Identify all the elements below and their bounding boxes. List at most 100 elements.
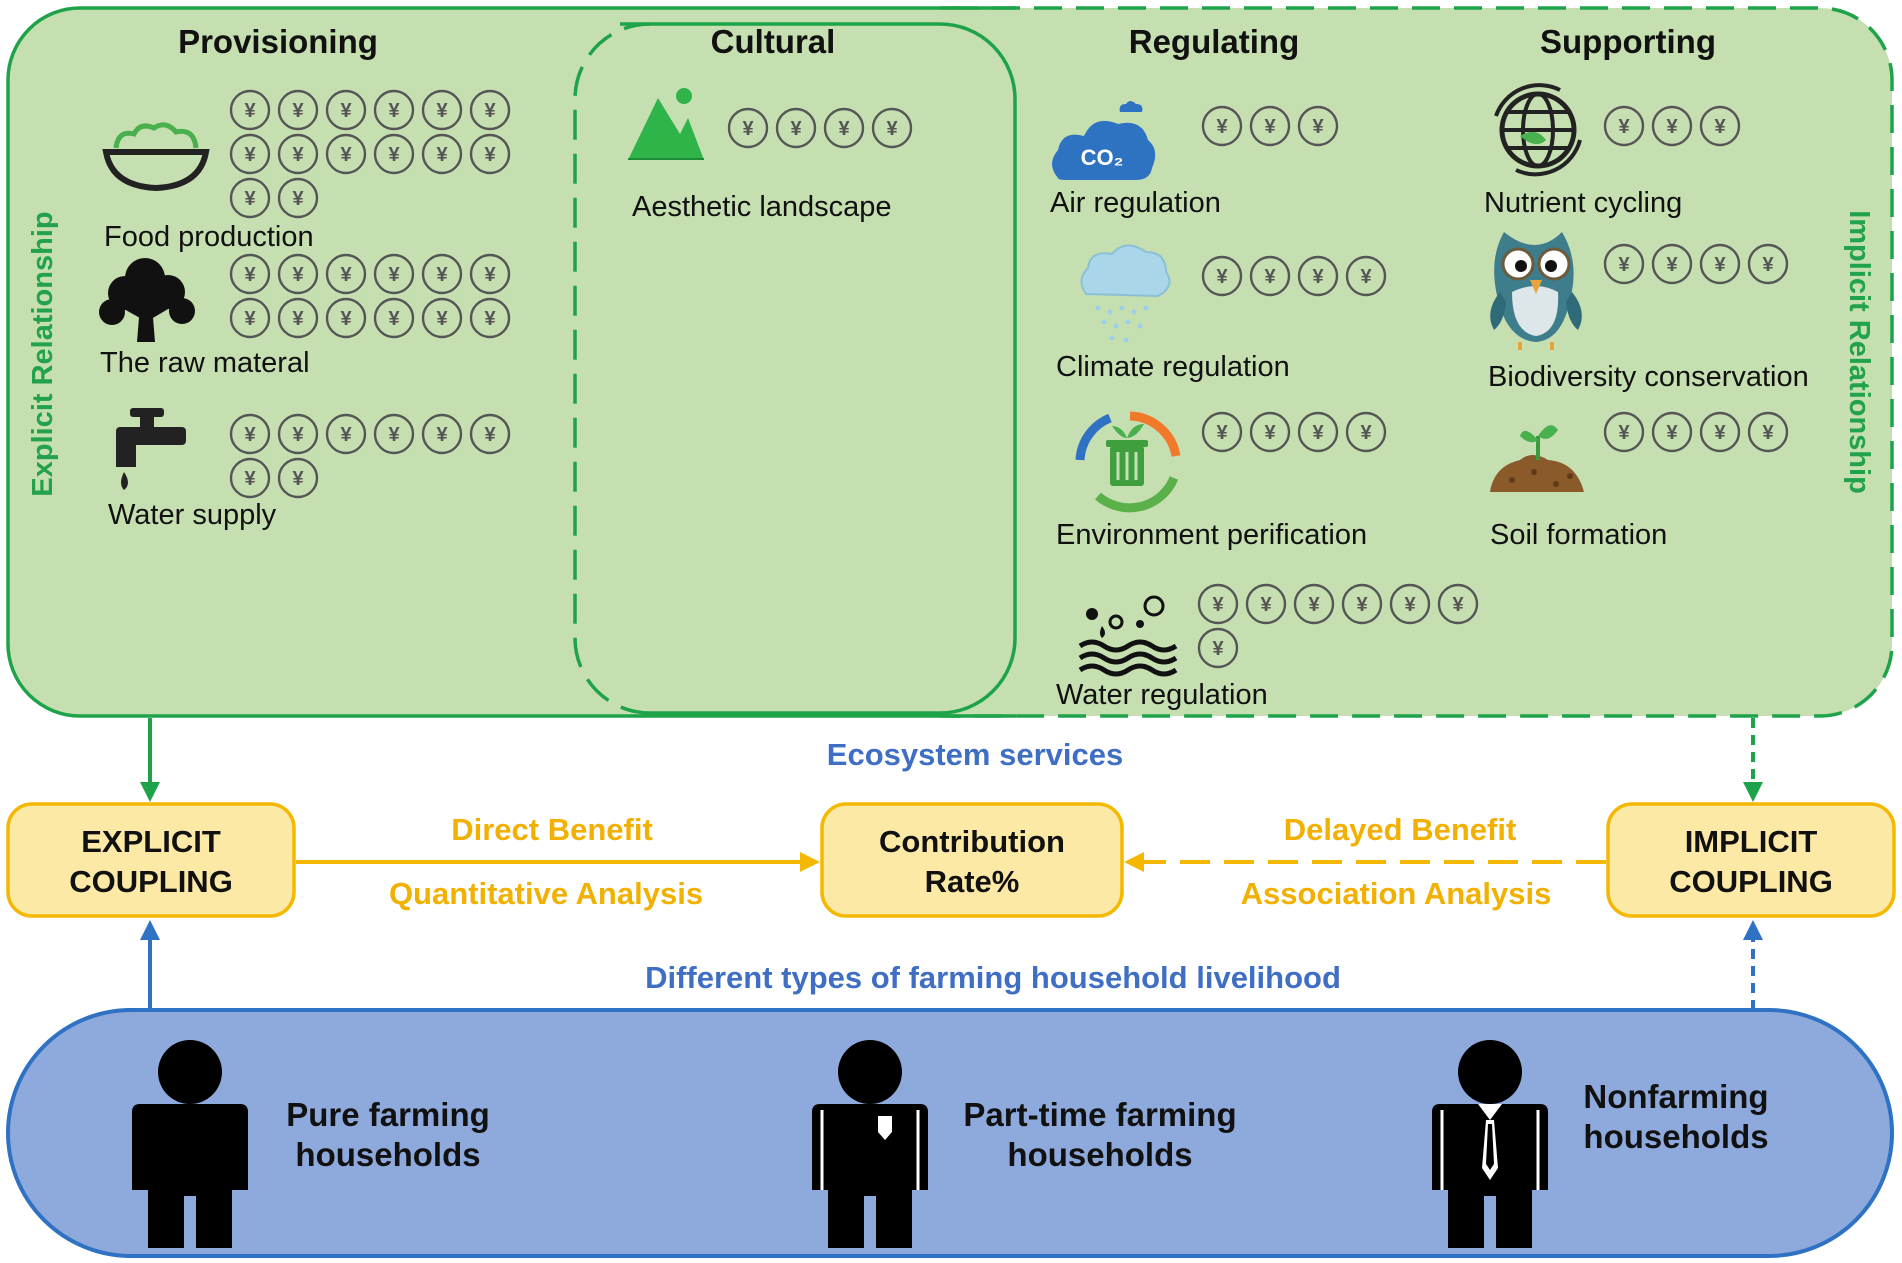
coin-icon <box>373 253 415 295</box>
coin-icon <box>871 107 913 149</box>
coin-icon <box>1201 411 1243 453</box>
delayed-benefit-label: Delayed Benefit <box>1284 812 1517 847</box>
yen-symbol: ¥ <box>292 424 304 446</box>
heading-supporting: Supporting <box>1540 23 1716 60</box>
coin-icon <box>325 413 367 455</box>
yen-symbol: ¥ <box>1312 116 1324 138</box>
implicit-relationship-label: Implicit Relationship <box>1843 210 1875 494</box>
faucet-icon <box>116 408 186 490</box>
coin-icon <box>277 413 319 455</box>
yen-symbol: ¥ <box>436 424 448 446</box>
yen-symbol: ¥ <box>1312 422 1324 444</box>
coin-icon <box>229 89 271 131</box>
water-supply-coins: ¥¥¥¥¥¥¥¥ <box>229 413 511 499</box>
yen-symbol: ¥ <box>1360 266 1372 288</box>
globe-icon <box>1494 83 1582 177</box>
nutrient-cycling-coins: ¥¥¥ <box>1603 105 1741 147</box>
coin-icon <box>373 413 415 455</box>
coin-icon <box>421 133 463 175</box>
co2-text: CO₂ <box>1081 145 1124 170</box>
quantitative-analysis-label: Quantitative Analysis <box>389 876 703 911</box>
yen-symbol: ¥ <box>292 144 304 166</box>
air-regulation-coins: ¥ ¥ ¥ <box>1201 105 1339 147</box>
yen-symbol: ¥ <box>1264 116 1276 138</box>
tree-icon <box>99 258 195 342</box>
water-regulation-label: Water regulation <box>1056 679 1268 711</box>
yen-symbol: ¥ <box>436 308 448 330</box>
nonfarming-line2: households <box>1583 1118 1768 1155</box>
yen-symbol: ¥ <box>340 144 352 166</box>
yen-symbol: ¥ <box>1714 422 1726 444</box>
coin-icon <box>1699 105 1741 147</box>
coin-icon <box>1603 243 1645 285</box>
mountain-icon <box>628 88 704 160</box>
heading-provisioning: Provisioning <box>178 23 378 60</box>
coin-icon <box>229 457 271 499</box>
part-time-farming-line1: Part-time farming <box>963 1096 1236 1133</box>
coin-icon <box>373 297 415 339</box>
yen-symbol: ¥ <box>1762 254 1774 276</box>
coin-icon <box>1201 255 1243 297</box>
coin-icon <box>229 177 271 219</box>
yen-symbol: ¥ <box>1666 254 1678 276</box>
coin-icon <box>1747 243 1789 285</box>
coin-icon <box>229 253 271 295</box>
yen-symbol: ¥ <box>244 468 256 490</box>
coin-icon <box>421 89 463 131</box>
heading-cultural: Cultural <box>711 23 836 60</box>
coin-icon <box>1437 583 1479 625</box>
soil-formation-coins: ¥¥¥¥ <box>1603 411 1789 453</box>
coin-icon <box>1651 105 1693 147</box>
coin-icon <box>229 133 271 175</box>
yen-symbol: ¥ <box>1404 594 1416 616</box>
contribution-line2: Rate% <box>925 864 1020 899</box>
biodiversity-conservation-label: Biodiversity conservation <box>1488 361 1809 393</box>
coin-icon <box>469 413 511 455</box>
nonfarming-line1: Nonfarming <box>1583 1078 1768 1115</box>
pure-farming-line2: households <box>295 1136 480 1173</box>
coin-icon <box>373 133 415 175</box>
yen-symbol: ¥ <box>292 264 304 286</box>
coin-icon <box>229 413 271 455</box>
contribution-rate-box: Contribution Rate% <box>820 802 1124 918</box>
coin-icon <box>421 413 463 455</box>
direct-benefit-label: Direct Benefit <box>451 812 653 847</box>
climate-regulation-label: Climate regulation <box>1056 351 1290 383</box>
coin-icon <box>1249 411 1291 453</box>
yen-symbol: ¥ <box>1212 638 1224 660</box>
coin-icon <box>469 253 511 295</box>
yen-symbol: ¥ <box>1216 266 1228 288</box>
yen-symbol: ¥ <box>340 424 352 446</box>
coin-icon <box>775 107 817 149</box>
coin-icon <box>229 297 271 339</box>
coin-icon <box>373 89 415 131</box>
coin-icon <box>1297 411 1339 453</box>
yen-symbol: ¥ <box>1264 422 1276 444</box>
coin-icon <box>1197 583 1239 625</box>
yen-symbol: ¥ <box>1452 594 1464 616</box>
co2-cloud-icon: CO₂ <box>1052 101 1156 180</box>
coin-icon <box>277 253 319 295</box>
coin-icon <box>1603 105 1645 147</box>
coin-icon <box>469 297 511 339</box>
implicit-coupling-box: IMPLICIT COUPLING <box>1606 802 1896 918</box>
yen-symbol: ¥ <box>244 308 256 330</box>
yen-symbol: ¥ <box>1216 116 1228 138</box>
coin-icon <box>1747 411 1789 453</box>
nutrient-cycling-label: Nutrient cycling <box>1484 187 1682 219</box>
coin-icon <box>277 89 319 131</box>
yen-symbol: ¥ <box>1762 422 1774 444</box>
coin-icon <box>325 297 367 339</box>
raw-material-label: The raw materal <box>100 347 310 379</box>
ecosystem-services-label: Ecosystem services <box>827 737 1123 772</box>
water-waves-icon <box>1078 595 1178 677</box>
coin-icon <box>1651 411 1693 453</box>
association-analysis-label: Association Analysis <box>1241 876 1552 911</box>
yen-symbol: ¥ <box>484 100 496 122</box>
coin-icon <box>727 107 769 149</box>
yen-symbol: ¥ <box>838 118 850 140</box>
coin-icon <box>1293 583 1335 625</box>
yen-symbol: ¥ <box>388 100 400 122</box>
yen-symbol: ¥ <box>1260 594 1272 616</box>
